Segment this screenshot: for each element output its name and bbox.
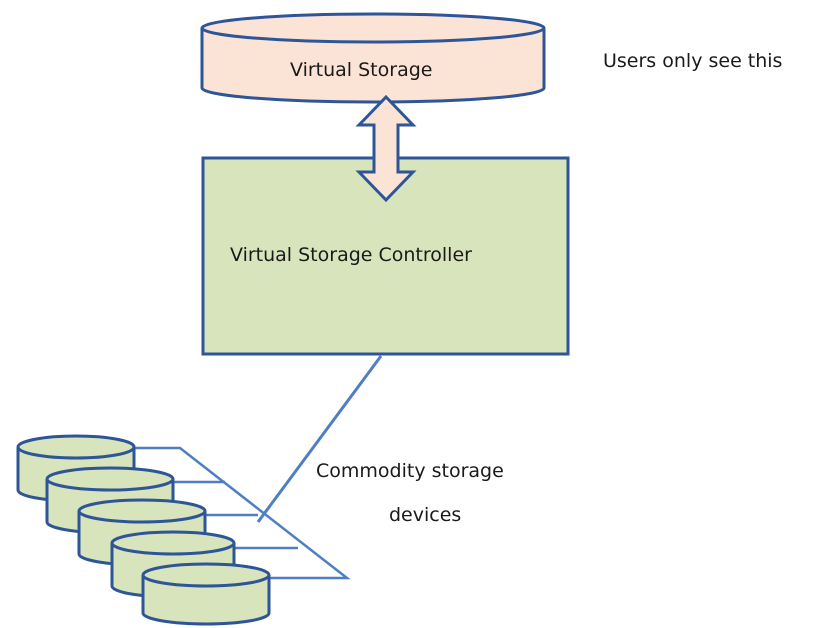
connector-line (256, 355, 383, 523)
double-arrow (355, 94, 417, 203)
virtual-storage-label: Virtual Storage (290, 59, 433, 81)
users-note: Users only see this (603, 50, 783, 72)
device-fan-lines (130, 446, 351, 580)
commodity-label-line2: devices (389, 504, 462, 526)
virtual-storage-cylinder (200, 12, 546, 104)
commodity-label-line1: Commodity storage (316, 460, 504, 482)
storage-device-5 (141, 562, 271, 626)
controller-label: Virtual Storage Controller (230, 244, 472, 266)
